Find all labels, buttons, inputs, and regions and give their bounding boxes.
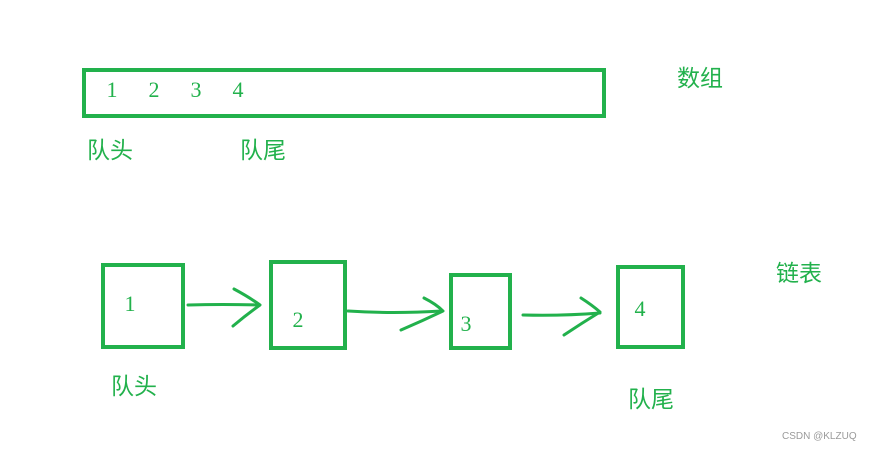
list-node-4: 4 (616, 265, 685, 349)
list-node-value: 3 (461, 311, 472, 336)
array-item-1: 1 (107, 77, 118, 102)
list-node-box (449, 273, 512, 350)
arrow-head (562, 296, 602, 337)
arrow-shaft (186, 303, 261, 307)
list-node-value: 2 (293, 307, 304, 332)
arrow-head (231, 287, 262, 328)
linked-list-tail-label: 队尾 (628, 387, 674, 413)
array-item-4: 4 (233, 77, 244, 102)
arrow-shaft (346, 309, 444, 314)
array-box (82, 68, 606, 118)
array-tail-label: 队尾 (240, 138, 286, 164)
list-node-1: 1 (101, 263, 185, 349)
linked-list-label: 链表 (776, 261, 822, 287)
list-node-3: 3 (449, 273, 512, 350)
arrow-head (399, 296, 445, 332)
array-section: 1 2 3 4 数组 队头 队尾 (82, 66, 723, 164)
array-item-3: 3 (191, 77, 202, 102)
list-node-box (101, 263, 185, 349)
array-head-label: 队头 (87, 138, 133, 164)
arrow-node3-to-node4 (521, 296, 602, 337)
arrow-node1-to-node2 (186, 287, 262, 328)
list-node-box (616, 265, 685, 349)
list-node-2: 2 (269, 260, 347, 350)
list-node-value: 1 (125, 291, 136, 316)
watermark: CSDN @KLZUQ (782, 431, 857, 442)
linked-list-head-label: 队头 (111, 374, 157, 400)
array-item-2: 2 (149, 77, 160, 102)
arrow-shaft (521, 311, 602, 317)
linked-list-section: 链表 1 2 3 (101, 260, 822, 413)
array-label: 数组 (677, 66, 723, 92)
list-node-value: 4 (635, 296, 646, 321)
arrow-node2-to-node3 (346, 296, 445, 332)
list-node-box (269, 260, 347, 350)
